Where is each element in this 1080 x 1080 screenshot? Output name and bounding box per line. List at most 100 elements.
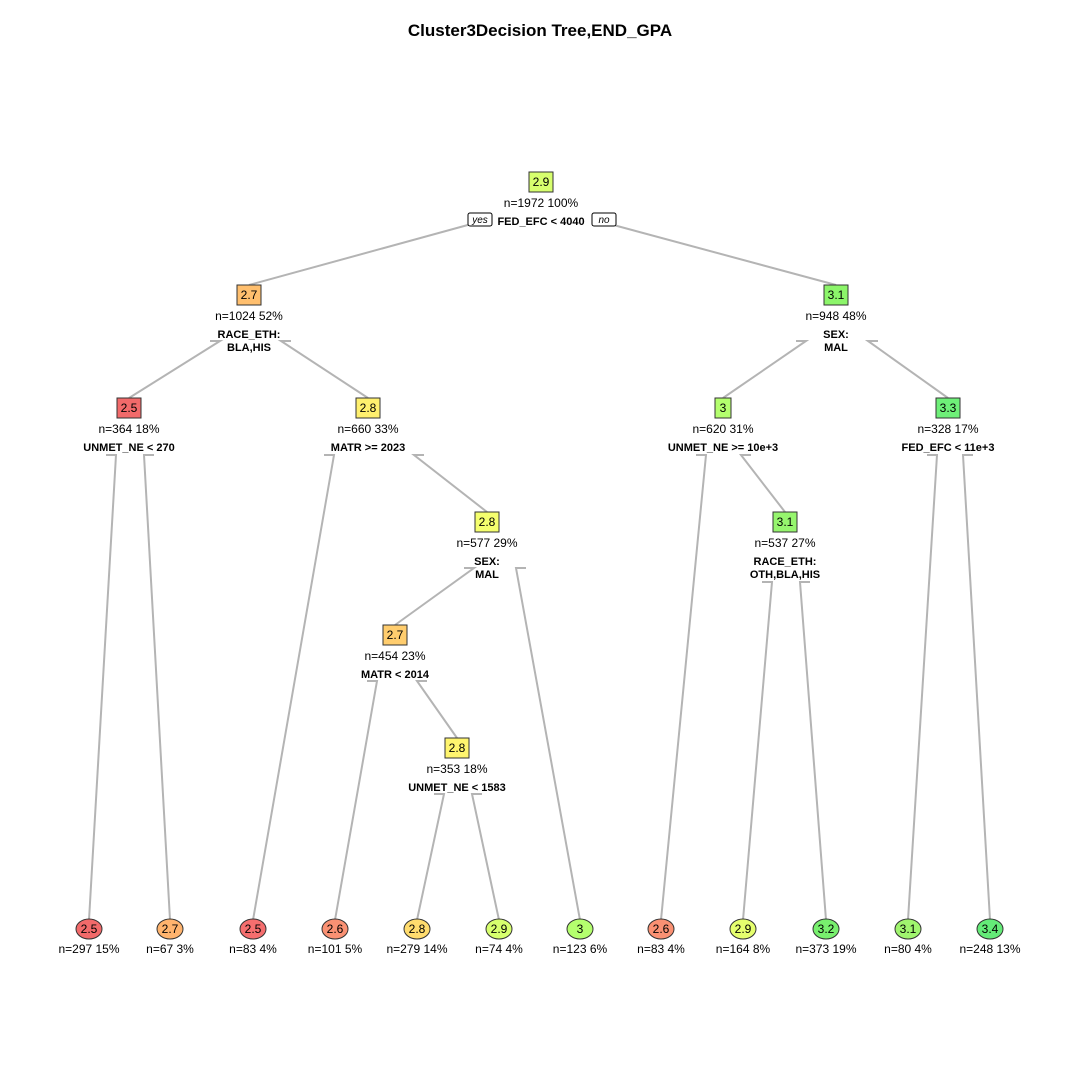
leaf-shape [894,918,922,940]
split-node-n11: 2.8 n=577 29% SEX:MAL [456,511,518,581]
node-value: 2.9 [735,922,752,936]
leaf-node-L3: 2.5 n=83 4% [229,918,277,956]
node-box [474,511,500,533]
leaf-shape [321,918,349,940]
split-rule: SEX: [474,556,500,568]
edge-n5-L3 [252,454,336,921]
split-rule: UNMET_NE < 1583 [408,782,506,794]
edge-n7-L12 [961,454,991,921]
edge-n5-n11 [411,454,488,513]
leaf-shape [812,918,840,940]
node-stat: n=537 27% [754,536,815,550]
leaf-node-L1: 2.5n=297 15% [58,918,120,956]
node-value: 3 [720,401,727,415]
node-value: 2.8 [479,515,496,529]
node-box [772,511,798,533]
node-value: 3.3 [940,401,957,415]
split-node-root: 2.9 n=1972 100% FED_EFC < 4040 [497,171,585,228]
leaf-shape [729,918,757,940]
node-stat: n=577 29% [456,536,517,550]
node-stat: n=83 4% [637,942,685,956]
leaf-shape [976,918,1004,940]
split-rule-cont: MAL [475,569,499,581]
node-stat: n=101 5% [308,942,363,956]
split-rule: UNMET_NE >= 10e+3 [668,442,778,454]
node-value: 2.9 [533,175,550,189]
split-node-n5: 2.8 n=660 33% MATR >= 2023 [331,397,405,454]
node-value: 2.5 [245,922,262,936]
edge-n22-L4 [334,680,379,921]
node-stat: n=364 18% [98,422,159,436]
svg-text:no: no [598,215,610,226]
leaf-node-L5: 2.8 n=279 14% [386,918,448,956]
leaf-shape [647,918,675,940]
edge-n13-L9 [742,581,774,921]
node-stat: n=353 18% [426,762,487,776]
leaf-shape [485,918,513,940]
node-stat: n=454 23% [364,649,425,663]
edge-n2-n4 [128,340,224,399]
node-value: 2.9 [491,922,508,936]
node-stat: n=373 19% [795,942,856,956]
node-value: 3 [577,922,584,936]
split-rule: RACE_ETH: [218,329,281,341]
chart-title: Cluster3Decision Tree,END_GPA [408,21,672,40]
edge-n22-n45 [415,680,458,739]
split-node-n45: 2.8 n=353 18% UNMET_NE < 1583 [408,737,506,794]
leaf-node-L6: 2.9n=74 4% [475,918,523,956]
node-stat: n=83 4% [229,942,277,956]
split-rule: FED_EFC < 4040 [497,216,584,228]
edge-n11-L7 [514,567,581,921]
node-value: 3.1 [828,288,845,302]
split-rule-cont: BLA,HIS [227,342,271,354]
leaf-shape [403,918,431,940]
split-rule: FED_EFC < 11e+3 [902,442,995,454]
edge-n3-n6 [722,340,810,399]
node-stat: n=248 13% [959,942,1020,956]
split-rule: MATR >= 2023 [331,442,405,454]
node-stat: n=123 6% [553,942,608,956]
split-node-n3: 3.1n=948 48%SEX:MAL [805,284,867,354]
leaf-node-L9: 2.9n=164 8% [716,918,771,956]
node-value: 3.1 [900,922,917,936]
leaf-node-L2: 2.7n=67 3% [146,918,194,956]
node-box [935,397,961,419]
split-rule: UNMET_NE < 270 [83,442,174,454]
edge-root-n2 [248,219,487,286]
edge-n2-n5 [277,340,369,399]
node-value: 2.7 [387,628,404,642]
node-stat: n=80 4% [884,942,932,956]
split-node-n6: 3 n=620 31% UNMET_NE >= 10e+3 [668,397,778,454]
node-value: 2.8 [409,922,426,936]
node-value: 2.8 [360,401,377,415]
node-stat: n=279 14% [386,942,447,956]
node-box [444,737,470,759]
edge-root-n3 [594,219,837,286]
yes-label: yes [467,212,493,227]
edge-n6-n13 [738,454,786,513]
node-value: 2.7 [241,288,258,302]
split-rule: SEX: [823,329,849,341]
node-value: 2.6 [327,922,344,936]
edge-n45-L5 [416,793,446,921]
split-rule: MATR < 2014 [361,669,430,681]
leaf-node-L4: 2.6 n=101 5% [308,918,363,956]
leaf-node-L11: 3.1 n=80 4% [884,918,932,956]
node-box [355,397,381,419]
split-rule-cont: OTH,BLA,HIS [750,569,820,581]
node-stat: n=948 48% [805,309,866,323]
node-stat: n=1972 100% [504,196,579,210]
split-node-n2: 2.7n=1024 52%RACE_ETH:BLA,HIS [215,284,283,354]
split-node-n13: 3.1n=537 27%RACE_ETH:OTH,BLA,HIS [750,511,820,581]
node-box [528,171,554,193]
node-stat: n=620 31% [692,422,753,436]
node-stat: n=297 15% [58,942,119,956]
node-box [236,284,262,306]
node-stat: n=660 33% [337,422,398,436]
node-value: 2.8 [449,741,466,755]
node-value: 3.2 [818,922,835,936]
node-box [116,397,142,419]
